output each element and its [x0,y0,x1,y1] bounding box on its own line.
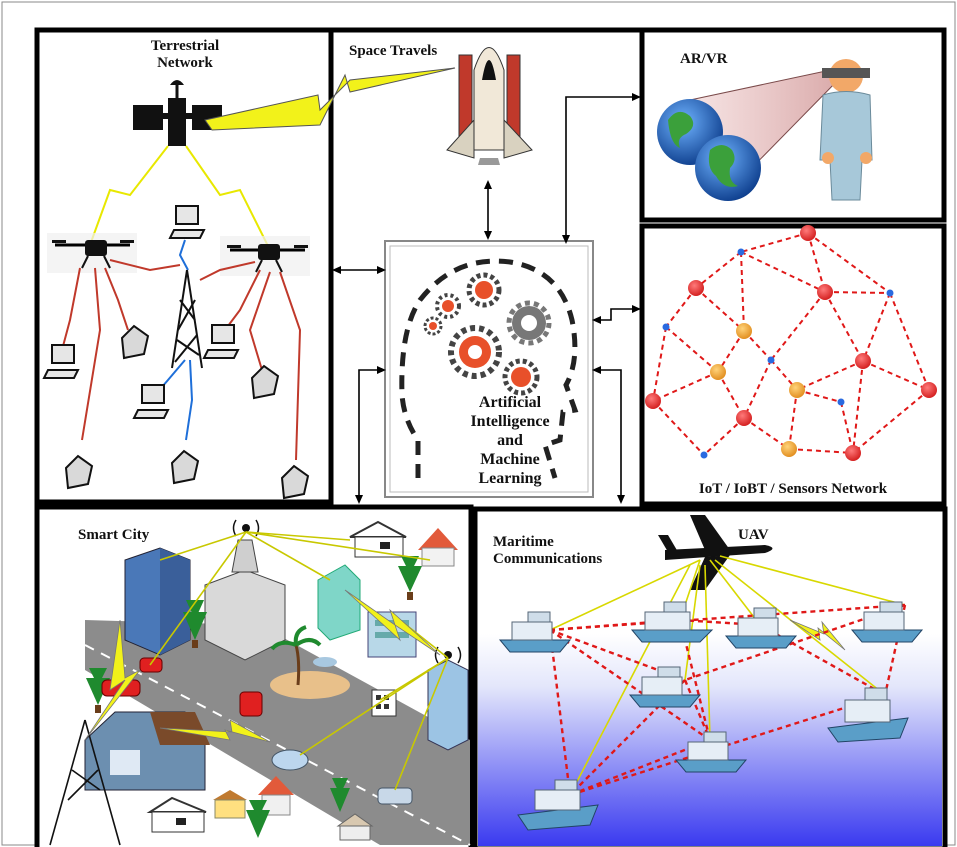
arrow-heads [332,93,641,504]
house-icon [349,520,407,558]
terrestrial-title-line2: Network [157,55,213,71]
drone-icon [220,236,310,276]
phone-icon [120,324,150,360]
house-icon [146,796,207,833]
car-icon [271,749,309,771]
laptop-icon [42,344,80,379]
maritime-title-line2: Communications [493,551,603,567]
sensor-nodes [645,225,937,461]
phone-icon [250,364,280,400]
ship-icon [674,731,748,773]
terrestrial-title-line1: Terrestrial [150,38,220,54]
car-icon [239,691,263,717]
house-icon [418,528,458,567]
gear-icon [435,293,461,319]
gear-icon [466,272,502,308]
phone-icon [64,454,94,490]
car-icon [377,787,413,805]
road [85,620,470,845]
tree-icon [398,556,422,600]
city-links [149,531,449,791]
building-icon [124,547,191,656]
house-icon [84,711,210,791]
head-outline [399,258,579,479]
space-title: Space Travels [349,43,438,59]
ai-label-line2: Intelligence [470,413,550,430]
ai-label-line3: and [497,432,523,449]
gear-icon [506,300,552,346]
iot-title: IoT / IoBT / Sensors Network [698,481,888,497]
satellite-shuttle-link [204,67,456,131]
house-icon [336,813,374,841]
drone-device-links [61,259,302,461]
ship-icon [724,607,798,649]
maritime-title-line1: Maritime [493,534,554,550]
phone-icon [170,449,200,485]
tree-icon [330,778,350,812]
laptop-icon [168,205,206,239]
island-icon [270,625,350,699]
gear-icon [448,325,502,379]
ship-icon [850,601,924,643]
building-icon [427,659,469,751]
ship-icon [827,687,909,743]
ship-icon [517,779,599,831]
satellite-drone-links [89,145,271,251]
tower-icon [49,719,121,846]
connector-arrows [334,96,638,500]
uav-label: UAV [738,527,769,543]
car-icon [139,657,163,673]
terrestrial-title: Terrestrial Network [140,38,230,72]
ai-label: Artificial Intelligence and Machine Lear… [450,393,570,488]
iot-panel [639,223,947,507]
maritime-title: Maritime Communications [493,534,602,568]
ai-label-line5: Learning [478,470,542,487]
shuttle-icon [446,47,533,165]
globe-icon [695,135,761,201]
ship-icon [628,666,702,708]
sensor-links [652,232,930,456]
tree-icon [183,600,207,648]
antenna-icon [434,646,462,664]
gear-icon [502,358,540,396]
house-icon [213,790,247,819]
arvr-title: AR/VR [680,51,728,67]
laptop-icon [132,384,170,419]
tower-icon [171,269,203,369]
ai-label-line1: Artificial [478,394,542,411]
building-icon [317,564,361,641]
phone-icon [280,464,310,500]
tree-icon [246,800,270,838]
smart-city-title: Smart City [78,527,150,543]
laptop-icon [202,324,240,359]
person-icon [819,59,873,201]
drone-icon [47,233,137,273]
gear-icon [423,316,443,336]
ai-label-line4: Machine [480,451,540,468]
ship-icon [498,611,572,653]
building-icon [204,539,286,661]
ship-icon [630,601,714,643]
